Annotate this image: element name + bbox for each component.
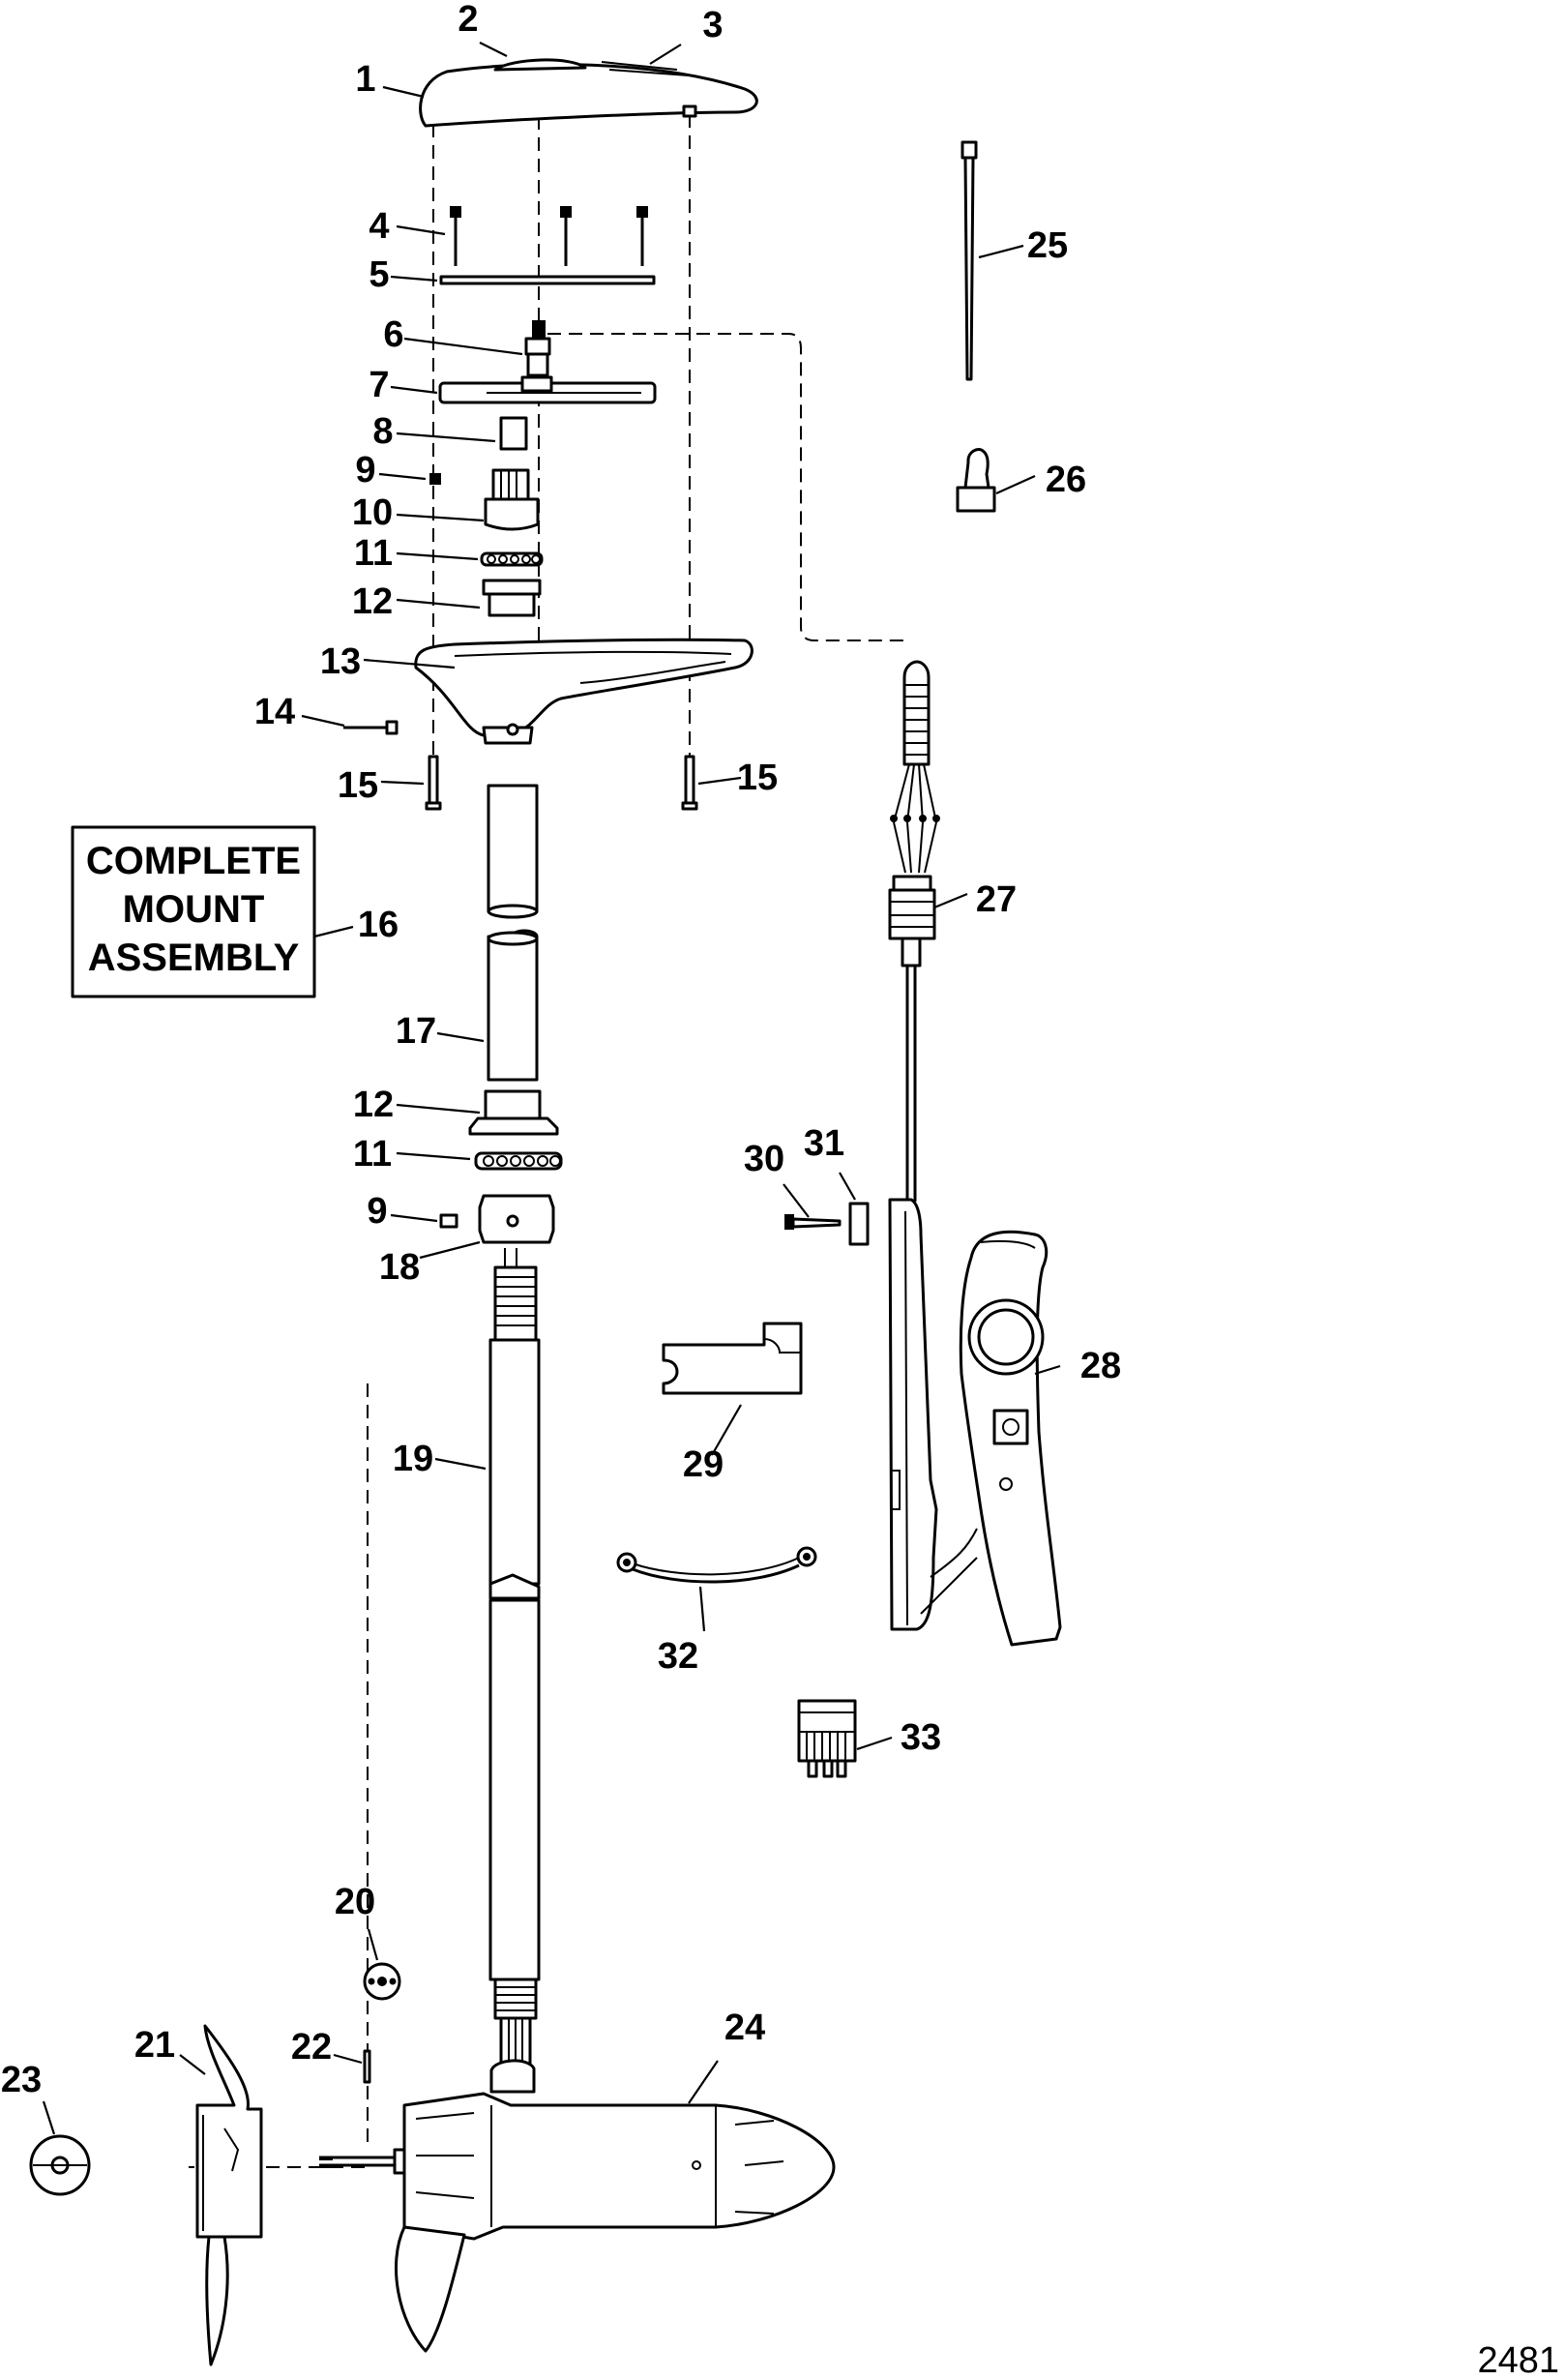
part-32-strap [616, 1546, 817, 1584]
leader-lines [42, 42, 1061, 2135]
callout-2: 2 [458, 0, 478, 40]
callout-15-right: 15 [737, 758, 778, 798]
part-10-gear [484, 468, 540, 531]
part-17-mount-tube [487, 784, 539, 1082]
part-8-bushing [499, 416, 528, 451]
callout-1: 1 [355, 59, 375, 100]
callout-25: 25 [1027, 225, 1068, 266]
callout-13: 13 [320, 641, 361, 682]
callout-16: 16 [358, 905, 399, 945]
part-13-mount-housing [414, 638, 753, 745]
part-5-gasket [439, 275, 656, 285]
callout-20: 20 [335, 1882, 375, 1922]
callout-22: 22 [291, 2027, 332, 2068]
part-20-prop-nut [363, 1962, 401, 2001]
callout-29: 29 [683, 1444, 724, 1485]
complete-mount-assembly-callout: COMPLETE MOUNT ASSEMBLY [71, 825, 316, 998]
callout-23: 23 [1, 2060, 42, 2100]
part-25-cable-tie [960, 140, 978, 381]
assembly-box-line-2: MOUNT [123, 888, 265, 931]
part-15-bolts [425, 755, 698, 811]
part-12-collar-lower [468, 1089, 559, 1136]
part-9-set-screw-lower [439, 1213, 458, 1229]
callout-32: 32 [658, 1636, 698, 1677]
figure-number: 2481 [1477, 2340, 1559, 2380]
callout-18: 18 [379, 1247, 420, 1288]
callout-21: 21 [134, 2025, 175, 2066]
part-27-cable-assembly [888, 660, 940, 1202]
callout-3: 3 [702, 5, 723, 45]
part-7-bracket [438, 375, 657, 404]
alignment-lines [189, 114, 904, 2168]
callout-12-upper: 12 [352, 581, 393, 622]
part-24-motor [319, 2059, 836, 2353]
callout-labels: 1 2 3 4 5 6 7 8 9 10 11 12 13 14 15 15 1… [1, 0, 1121, 2100]
callout-27: 27 [976, 879, 1017, 920]
part-1-top-cover [419, 58, 758, 128]
callout-15-left: 15 [338, 765, 378, 806]
part-29-mounting-plate [662, 1322, 803, 1395]
callout-9-upper: 9 [355, 450, 375, 491]
callout-11-upper: 11 [354, 533, 393, 574]
callout-19: 19 [393, 1439, 433, 1479]
part-23-washer [29, 2134, 91, 2196]
callout-4: 4 [369, 206, 389, 247]
part-14-pin [343, 720, 399, 735]
part-19-shaft [488, 1248, 541, 2070]
callout-12-lower: 12 [353, 1085, 394, 1125]
callout-9-lower: 9 [367, 1191, 387, 1232]
part-4-screws [450, 206, 648, 266]
part-30-screw [784, 1214, 842, 1230]
part-28-foot-pedal [888, 1198, 1062, 1647]
part-6-potentiometer [524, 320, 551, 377]
part-9-set-screw-upper [429, 473, 441, 485]
part-11-bearing-upper [480, 551, 544, 567]
callout-31: 31 [804, 1123, 844, 1164]
assembly-box-line-3: ASSEMBLY [88, 937, 300, 979]
part-31-spacer [848, 1202, 870, 1246]
part-12-bearing-cup-upper [482, 579, 542, 617]
part-26-wire-connector [956, 448, 996, 513]
callout-7: 7 [369, 365, 389, 405]
callout-14: 14 [254, 692, 295, 732]
callout-6: 6 [383, 314, 403, 355]
callout-24: 24 [724, 2008, 765, 2048]
part-33-plug [797, 1699, 857, 1778]
part-11-bearing-lower [474, 1151, 563, 1171]
callout-11-lower: 11 [353, 1134, 392, 1175]
assembly-box-line-1: COMPLETE [86, 840, 301, 882]
part-18-clamp-collar [478, 1194, 555, 1244]
part-21-propeller [195, 2024, 263, 2366]
callout-26: 26 [1046, 460, 1086, 500]
callout-17: 17 [396, 1011, 436, 1052]
callout-5: 5 [369, 254, 389, 295]
callout-33: 33 [901, 1717, 941, 1758]
callout-30: 30 [744, 1139, 784, 1179]
callout-28: 28 [1080, 1346, 1121, 1386]
callout-10: 10 [352, 492, 393, 533]
callout-8: 8 [372, 411, 393, 452]
part-22-shear-pin [363, 2049, 371, 2084]
